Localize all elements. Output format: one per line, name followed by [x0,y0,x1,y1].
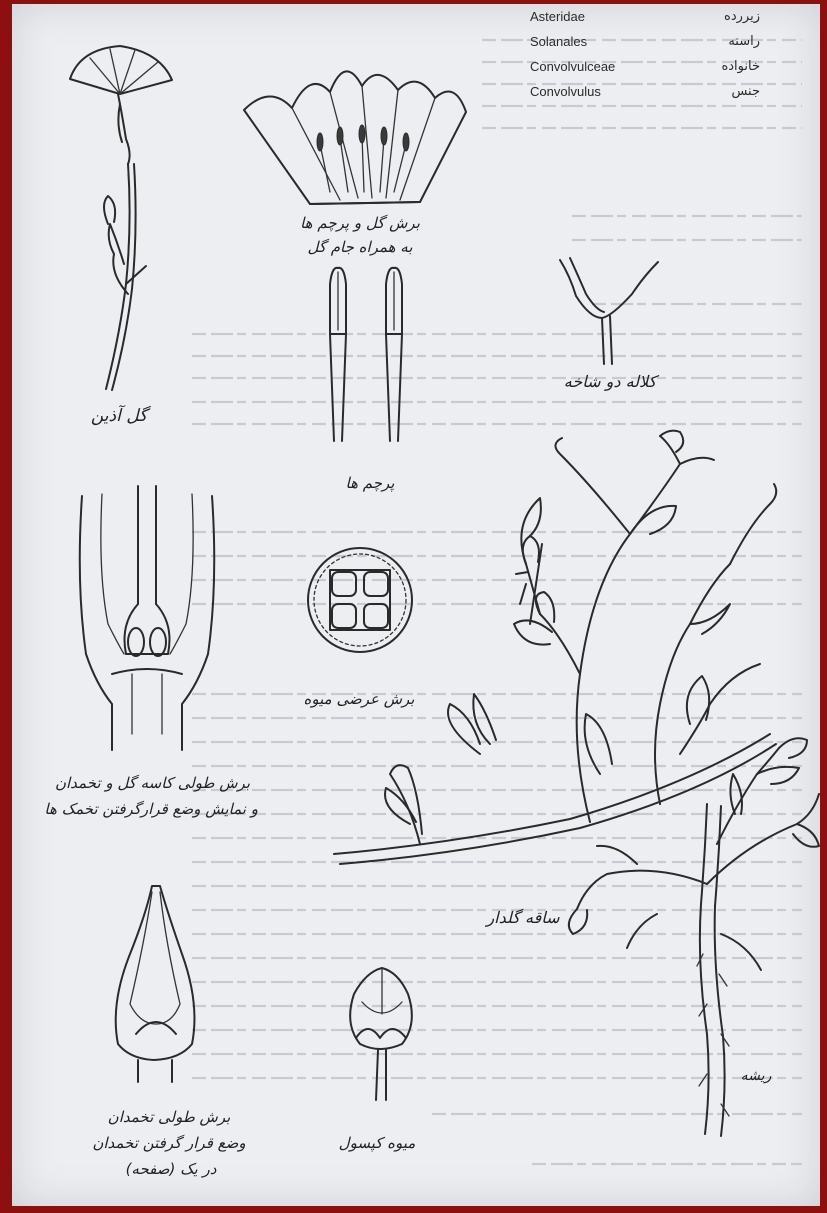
pistil-section-illustration [100,884,212,1084]
stigma-illustration [554,256,664,366]
taxon-latin-name: Asteridae [530,9,585,24]
taxon-rank: راسته [728,34,760,49]
taxonomy-list: Asteridae زیررده Solanales راسته Convolv… [530,4,760,104]
caption-flower: گل آذین [74,406,164,426]
caption-capsule: میوه کپسول [322,1134,432,1152]
root-illustration [557,734,820,1144]
corolla-illustration [240,52,470,212]
caption-pistil-line1: برش طولی تخمدان [94,1108,244,1126]
caption-corolla-line1: برش گل و پرچم ها [250,214,470,232]
caption-corolla-line2: به همراه جام گل [250,238,470,256]
caption-pistil-line2: وضع قرار گرفتن تخمدان [80,1134,258,1152]
book-page: Asteridae زیررده Solanales راسته Convolv… [12,4,820,1206]
capsule-illustration [336,964,426,1104]
taxon-rank: خانواده [721,59,760,74]
caption-longitudinal-line2: و نمایش وضع قرارگرفتن تخمک ها [52,800,258,818]
taxon-latin-name: Convolvulus [530,84,601,99]
taxonomy-row: Convolvulceae خانواده [530,54,760,79]
flower-illustration [60,44,180,394]
taxonomy-row: Solanales راسته [530,29,760,54]
caption-stigma: کلاله دو شاخه [540,372,680,391]
taxon-latin-name: Convolvulceae [530,59,615,74]
caption-root: ریشه [736,1068,776,1084]
caption-pistil-line3: در یک (صفحه) [96,1160,246,1178]
longitudinal-section-illustration [72,484,222,754]
taxonomy-row: Convolvulus جنس [530,79,760,104]
stamens-illustration [312,266,422,446]
taxon-rank: زیررده [724,9,760,24]
caption-longitudinal-line1: برش طولی کاسه گل و تخمدان [60,774,250,792]
taxonomy-row: Asteridae زیررده [530,4,760,29]
taxon-rank: جنس [731,84,760,99]
taxon-latin-name: Solanales [530,34,587,49]
